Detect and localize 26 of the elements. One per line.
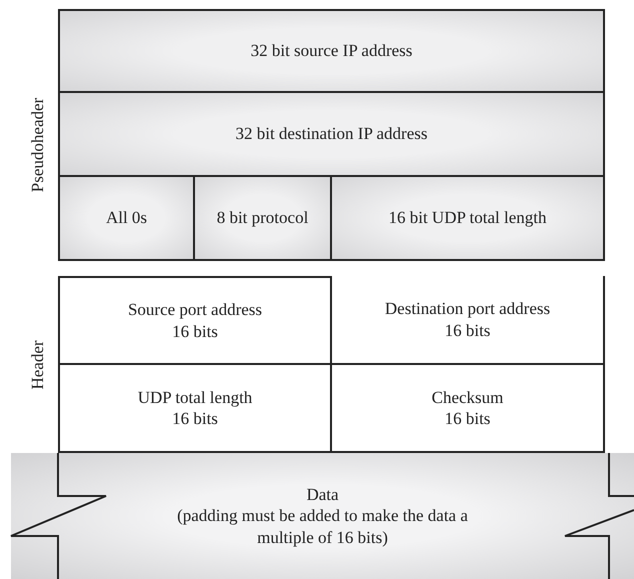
header-field-cell [195,177,332,261]
section-label: Header [28,340,48,390]
field-label: 16 bits [444,408,490,430]
field-label: Data [306,484,339,506]
header-field-cell [332,276,605,365]
field-label: (padding must be added to make the data a multiple of 16 bits) [176,505,469,548]
header-field-cell [58,276,332,365]
header-field-cell [58,93,605,177]
field-label: 16 bit UDP total length [388,207,547,229]
field-label: Checksum [432,386,504,408]
section-label: Pseudoheader [28,98,48,192]
header-field-cell [58,9,605,93]
header-field-cell [58,177,195,261]
field-label: 16 bits [172,408,218,430]
field-label: Source port address [128,299,262,320]
field-label: 8 bit protocol [216,207,308,229]
header-field-cell [332,365,605,453]
field-label: 16 bits [444,320,490,341]
field-label: 32 bit destination IP address [235,123,428,145]
header-field-cell [332,177,605,261]
field-label: UDP total length [138,386,252,408]
field-label: 16 bits [172,320,218,342]
field-label: All 0s [106,207,148,229]
field-label: 32 bit source IP address [250,40,412,62]
field-label: Destination port address [384,298,550,320]
header-field-cell [58,365,332,453]
